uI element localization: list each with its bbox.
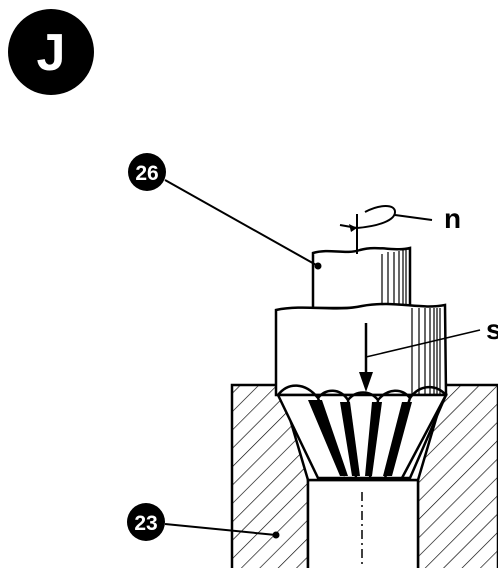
callout-workpiece-number: 23 (134, 512, 157, 535)
shank-shading (381, 249, 407, 307)
panel-letter-text: J (37, 24, 66, 82)
cutter-shank (311, 246, 412, 310)
cutter-body (274, 302, 448, 397)
callout-tool: 26 (128, 153, 322, 270)
callout-workpiece: 23 (127, 503, 280, 541)
cutter-flutes (277, 384, 448, 479)
body-shading (411, 308, 441, 395)
callout-workpiece-circle (127, 503, 165, 541)
feed-symbol: s (486, 314, 498, 345)
callout-workpiece-leader (164, 523, 277, 536)
panel-letter-badge: J (8, 9, 94, 95)
rotation-symbol: n (444, 203, 461, 234)
callout-tool-leader (164, 179, 319, 267)
feed-leader-line (365, 329, 481, 358)
flute-dark-faces (308, 400, 412, 476)
callout-tool-circle (128, 153, 166, 191)
callout-tool-number: 26 (135, 162, 158, 185)
cutter-tool (274, 246, 448, 480)
feed-arrow (359, 323, 481, 392)
panel-letter-circle (8, 9, 94, 95)
die-bore (306, 478, 420, 568)
rotation-indicator (339, 205, 433, 254)
